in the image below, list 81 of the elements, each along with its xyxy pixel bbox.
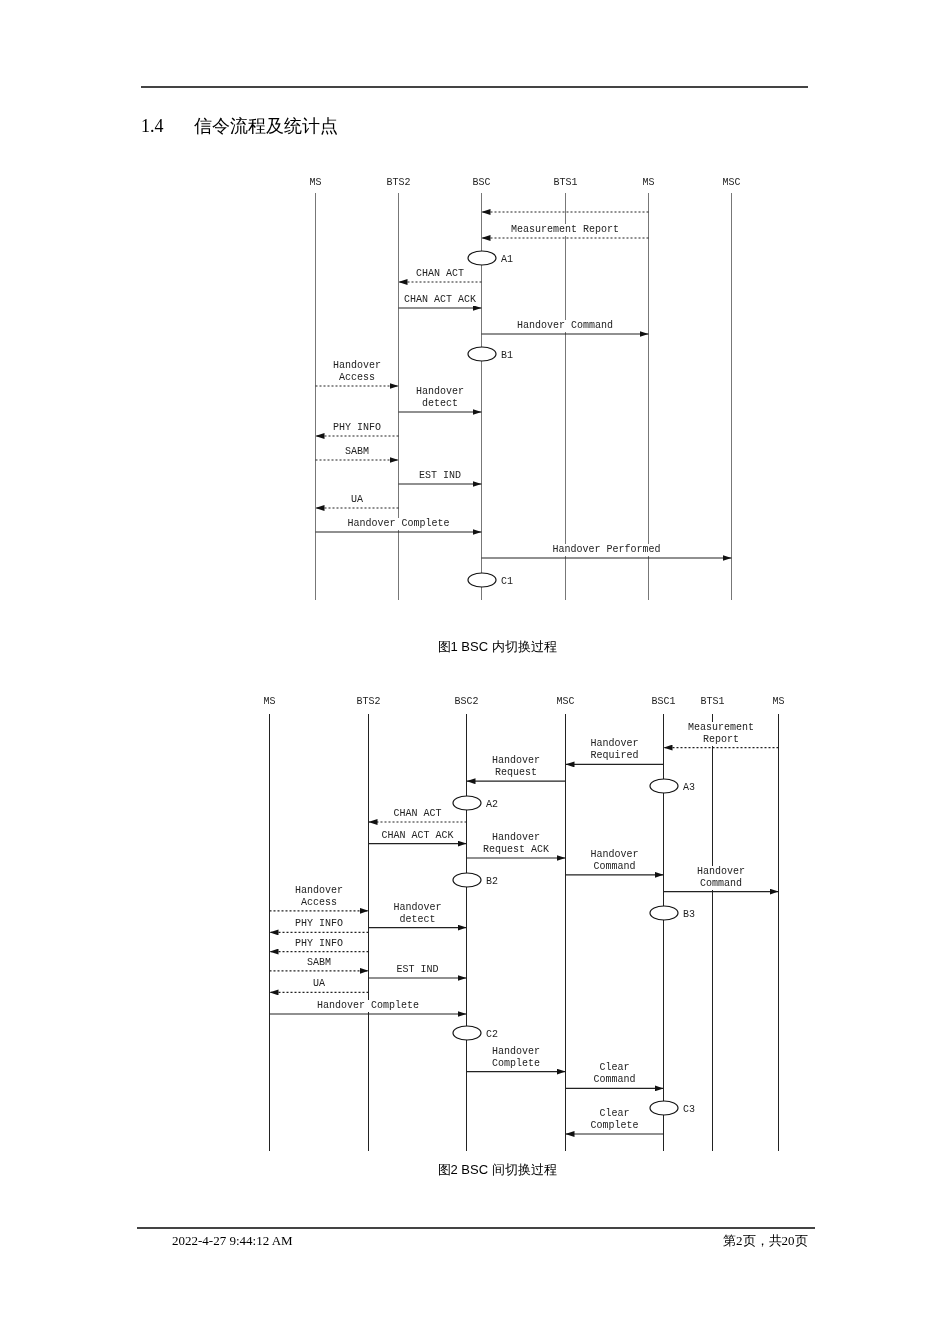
point-label: A1 <box>501 254 513 266</box>
message-arrow <box>268 967 370 974</box>
oval-marker <box>648 778 679 794</box>
message-arrow <box>397 305 483 311</box>
message-arrow <box>480 235 650 241</box>
oval-marker <box>466 572 497 588</box>
message-arrow <box>314 529 483 535</box>
participant-name: BSC2 <box>454 696 479 708</box>
message-arrow <box>367 819 468 825</box>
edge-label: Handover Complete <box>347 518 450 530</box>
oval-marker <box>451 794 482 811</box>
point-label: C1 <box>501 576 513 588</box>
message-arrow <box>314 433 400 439</box>
edge-label: Handover Command <box>517 320 613 332</box>
point-label: B3 <box>683 909 695 922</box>
message-arrow <box>367 924 468 931</box>
message-arrow <box>662 744 780 751</box>
point-label: A2 <box>486 798 498 811</box>
message-arrow <box>564 871 665 878</box>
message-arrow <box>314 457 400 463</box>
edge-label: Handover Complete <box>492 1045 540 1070</box>
participant-name: BSC1 <box>651 696 676 708</box>
point-label: B2 <box>486 875 498 888</box>
edge-label: CHAN ACT ACK <box>404 294 476 306</box>
message-arrow <box>314 383 400 389</box>
message-arrow <box>268 907 370 914</box>
point-label: B1 <box>501 350 513 362</box>
participant-name: MS <box>263 696 276 708</box>
participant-name: MS <box>309 177 322 189</box>
participant-name: BTS1 <box>553 177 578 189</box>
footer-text: 第2页，共20页 <box>723 1233 808 1249</box>
participant-name: MS <box>772 696 785 708</box>
message-arrow <box>367 840 468 847</box>
message-arrow <box>268 948 370 955</box>
oval-marker <box>451 871 482 888</box>
edge-label: Handover Performed <box>552 544 661 556</box>
participant-name: MSC <box>722 177 741 189</box>
participant-name: MS <box>642 177 655 189</box>
message-arrow <box>480 209 650 215</box>
message-arrow <box>480 555 733 561</box>
section-heading: 1.4 信令流程及统计点 <box>141 115 338 137</box>
edge-label: Handover Complete <box>317 1000 420 1012</box>
message-arrow <box>564 761 665 768</box>
oval-marker <box>466 250 497 266</box>
participant-name: BSC <box>472 177 491 189</box>
edge-label: Measurement Report <box>688 721 754 746</box>
message-arrow <box>397 481 483 487</box>
participant-name: BTS2 <box>356 696 381 708</box>
figure-caption: 图2 BSC 间切换过程 <box>437 1162 557 1178</box>
message-arrow <box>564 1131 665 1137</box>
edge-label: Handover Request <box>492 755 540 780</box>
message-arrow <box>564 1085 665 1092</box>
message-arrow <box>367 975 468 981</box>
participant-name: MSC <box>556 696 575 708</box>
message-arrow <box>465 855 567 861</box>
message-arrow <box>314 505 400 511</box>
oval-marker <box>648 905 679 922</box>
edge-label: Handover Command <box>697 865 745 890</box>
message-arrow <box>662 888 780 895</box>
edge-label: Handover Request ACK <box>483 832 549 856</box>
oval-marker <box>451 1025 482 1042</box>
point-label: C3 <box>683 1103 695 1116</box>
edge-label: Clear Complete <box>590 1108 639 1132</box>
point-label: C2 <box>486 1029 498 1042</box>
message-arrow <box>480 331 650 337</box>
edge-label: Handover Required <box>590 738 639 763</box>
oval-marker <box>648 1099 679 1116</box>
message-arrow <box>397 279 483 285</box>
message-arrow <box>397 409 483 415</box>
message-arrow <box>268 929 370 936</box>
message-arrow <box>465 1068 567 1075</box>
participant-name: BTS1 <box>700 696 725 708</box>
message-arrow <box>268 1011 468 1017</box>
oval-marker <box>466 346 497 362</box>
message-arrow <box>268 989 370 996</box>
figure-caption: 图1 BSC 内切换过程 <box>437 639 557 655</box>
participant-name: BTS2 <box>386 177 411 189</box>
point-label: A3 <box>683 782 695 794</box>
footer-text: 2022-4-27 9:44:12 AM <box>172 1233 293 1249</box>
message-arrow <box>465 778 567 785</box>
edge-label: Measurement Report <box>511 224 620 236</box>
